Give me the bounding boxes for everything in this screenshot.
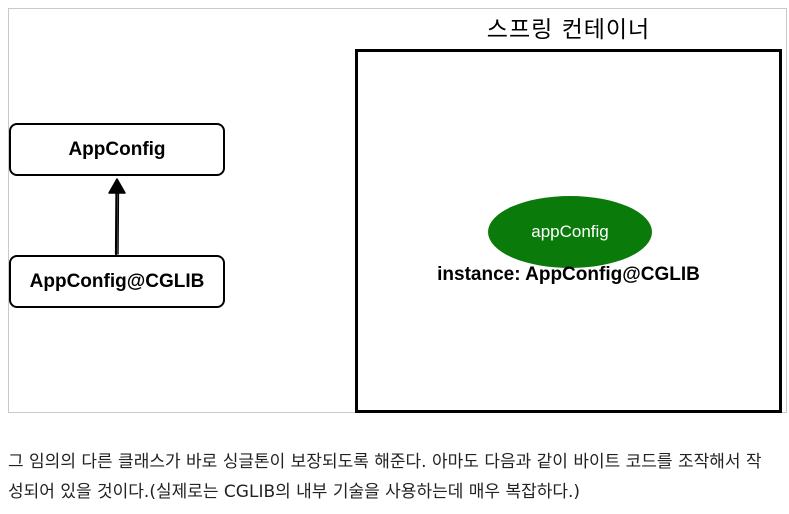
spring-container-box [355, 49, 782, 413]
appconfig-cglib-class-box: AppConfig@CGLIB [9, 255, 225, 308]
container-title: 스프링 컨테이너 [486, 17, 651, 43]
appconfig-bean: appConfig [488, 196, 652, 268]
diagram-frame [8, 8, 787, 413]
inheritance-arrow [108, 178, 126, 256]
caption-line-1: 그 임의의 다른 클래스가 바로 싱글톤이 보장되도록 해준다. 아마도 다음과… [8, 452, 762, 472]
appconfig-class-box: AppConfig [9, 123, 225, 176]
caption-text: 그 임의의 다른 클래스가 바로 싱글톤이 보장되도록 해준다. 아마도 다음과… [8, 447, 786, 507]
caption-line-2: 성되어 있을 것이다.(실제로는 CGLIB의 내부 기술을 사용하는데 매우 … [8, 482, 581, 502]
instance-label: instance: AppConfig@CGLIB [437, 264, 700, 285]
